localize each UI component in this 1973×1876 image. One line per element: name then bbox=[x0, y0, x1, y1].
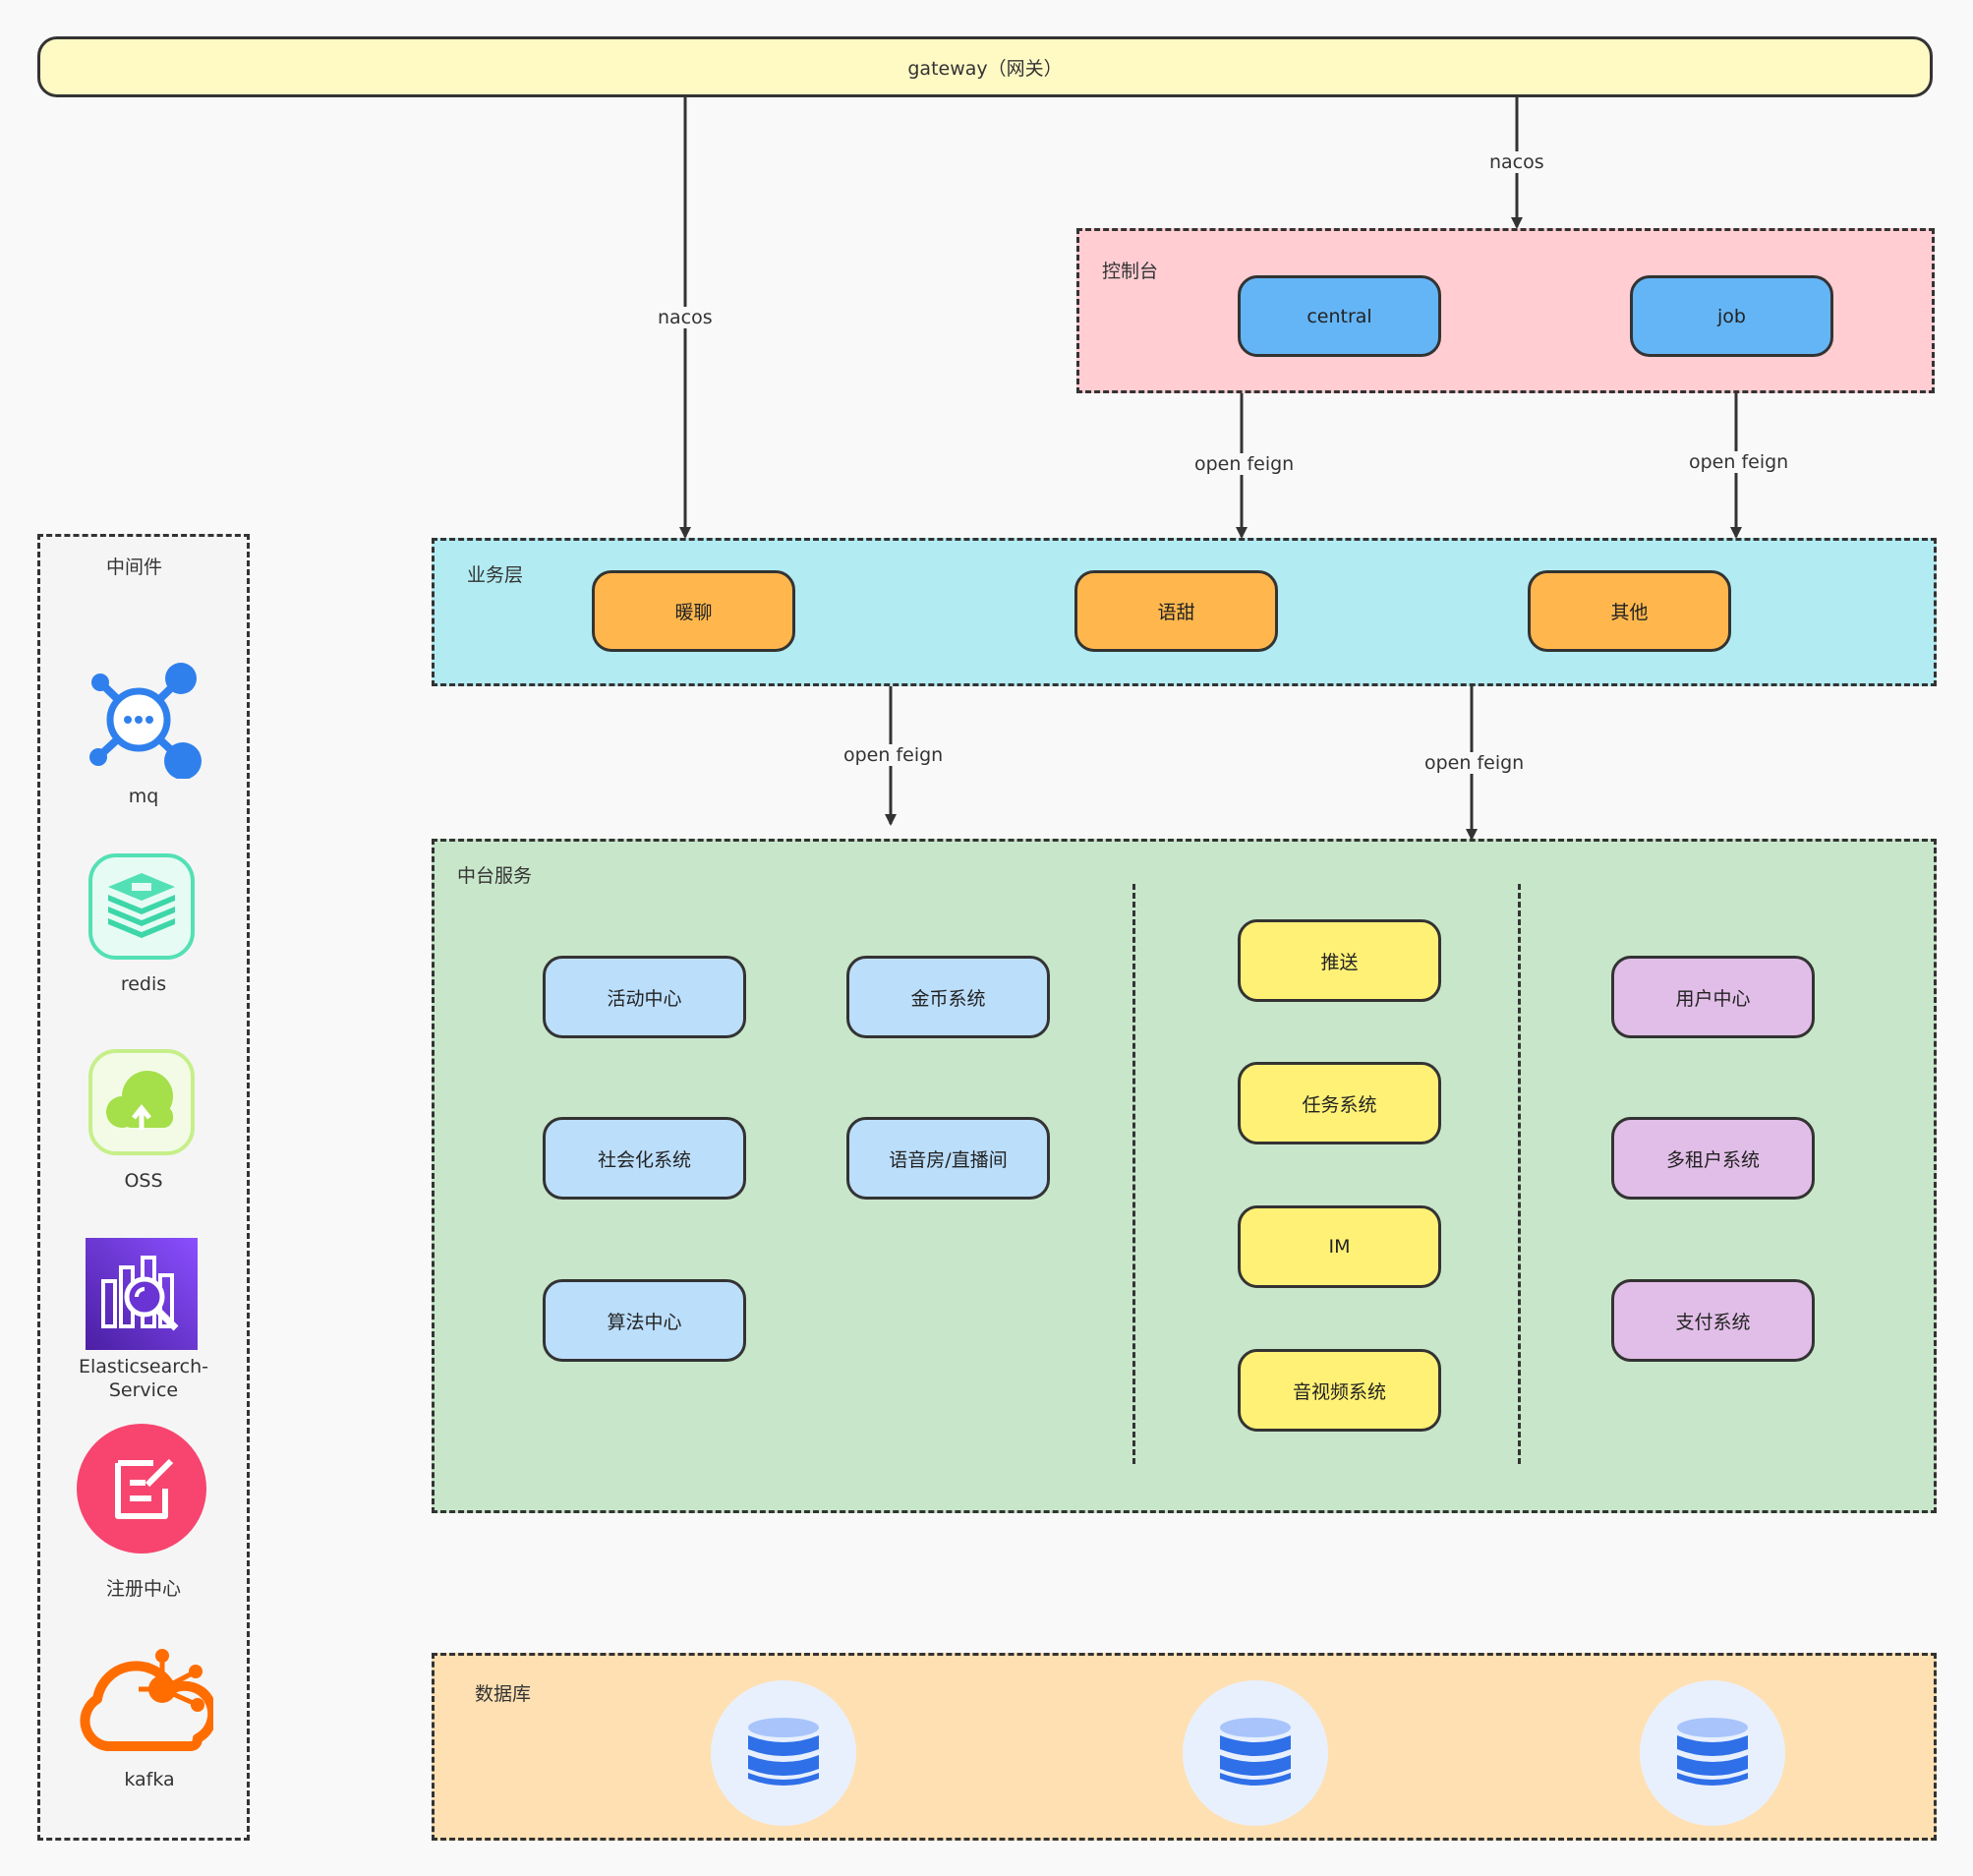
middle-divider-left bbox=[1132, 884, 1135, 1464]
elasticsearch-label: Elasticsearch- bbox=[79, 1356, 208, 1378]
middle-node-user-center-label: 用户中心 bbox=[1675, 987, 1751, 1010]
console-group: 控制台 central job bbox=[1076, 228, 1935, 393]
middle-node-algorithm-center[interactable]: 算法中心 bbox=[543, 1279, 746, 1362]
oss-label: OSS bbox=[124, 1170, 163, 1192]
edge-label-openfeign-middle-left: open feign bbox=[841, 744, 946, 766]
mq-network-icon bbox=[85, 661, 203, 780]
middle-node-av-system[interactable]: 音视频系统 bbox=[1238, 1349, 1441, 1432]
edge-label-openfeign-job: open feign bbox=[1687, 451, 1791, 473]
middle-node-push-label: 推送 bbox=[1320, 951, 1359, 973]
middle-node-im[interactable]: IM bbox=[1238, 1205, 1441, 1288]
kafka-cloud-icon bbox=[68, 1648, 218, 1758]
middle-node-payment-label: 支付系统 bbox=[1675, 1311, 1751, 1333]
mq-label: mq bbox=[128, 786, 159, 807]
middle-node-push[interactable]: 推送 bbox=[1238, 919, 1441, 1002]
middle-node-activity-center-label: 活动中心 bbox=[607, 987, 682, 1010]
middle-node-multi-tenant[interactable]: 多租户系统 bbox=[1611, 1117, 1815, 1200]
redis-label: redis bbox=[120, 973, 167, 995]
middle-node-task-system[interactable]: 任务系统 bbox=[1238, 1062, 1441, 1144]
middle-node-social-system-label: 社会化系统 bbox=[597, 1148, 691, 1171]
database-icon bbox=[711, 1680, 856, 1826]
middle-node-coin-system[interactable]: 金币系统 bbox=[846, 956, 1050, 1038]
middle-node-activity-center[interactable]: 活动中心 bbox=[543, 956, 746, 1038]
registry-label: 注册中心 bbox=[105, 1578, 181, 1600]
console-title: 控制台 bbox=[1102, 261, 1159, 282]
edge-label-openfeign-central: open feign bbox=[1192, 453, 1297, 475]
database-group: 数据库 bbox=[432, 1653, 1937, 1841]
middle-divider-right bbox=[1518, 884, 1521, 1464]
edge-label-nacos-business: nacos bbox=[656, 307, 715, 328]
elasticsearch-service-icon bbox=[86, 1238, 198, 1350]
middle-node-coin-system-label: 金币系统 bbox=[910, 987, 986, 1010]
middle-node-multi-tenant-label: 多租户系统 bbox=[1665, 1148, 1760, 1171]
gateway-label: gateway（网关） bbox=[907, 57, 1063, 80]
middle-group: 中台服务 活动中心 金币系统 社会化系统 语音房/直播间 算法中心 推送 任务系… bbox=[432, 839, 1937, 1513]
middle-node-payment[interactable]: 支付系统 bbox=[1611, 1279, 1815, 1362]
database-icon bbox=[1640, 1680, 1785, 1826]
middleware-title: 中间件 bbox=[106, 557, 163, 578]
middle-node-av-system-label: 音视频系统 bbox=[1292, 1380, 1386, 1403]
console-node-job-label: job bbox=[1717, 305, 1746, 327]
middle-node-voice-room[interactable]: 语音房/直播间 bbox=[846, 1117, 1050, 1200]
middle-node-algorithm-center-label: 算法中心 bbox=[607, 1311, 682, 1333]
business-node-yutian-label: 语甜 bbox=[1157, 602, 1195, 623]
business-node-nuanliao[interactable]: 暖聊 bbox=[592, 570, 795, 652]
elasticsearch-label-line2: Service bbox=[108, 1379, 179, 1401]
middle-node-im-label: IM bbox=[1328, 1236, 1351, 1258]
registry-edit-icon bbox=[77, 1424, 206, 1554]
business-title: 业务层 bbox=[467, 564, 524, 586]
console-node-central-label: central bbox=[1306, 305, 1372, 327]
console-node-job[interactable]: job bbox=[1630, 275, 1833, 357]
edge-label-nacos-console: nacos bbox=[1487, 151, 1546, 173]
middle-node-task-system-label: 任务系统 bbox=[1302, 1093, 1377, 1116]
business-node-yutian[interactable]: 语甜 bbox=[1074, 570, 1278, 652]
business-group: 业务层 暖聊 语甜 其他 bbox=[432, 538, 1937, 686]
middleware-group: 中间件 mq redis bbox=[37, 534, 250, 1841]
database-title: 数据库 bbox=[475, 1683, 532, 1705]
business-node-nuanliao-label: 暖聊 bbox=[674, 602, 713, 623]
middle-node-user-center[interactable]: 用户中心 bbox=[1611, 956, 1815, 1038]
database-icon bbox=[1183, 1680, 1328, 1826]
middle-node-social-system[interactable]: 社会化系统 bbox=[543, 1117, 746, 1200]
middle-title: 中台服务 bbox=[457, 865, 533, 887]
edge-label-openfeign-middle-right: open feign bbox=[1422, 752, 1527, 774]
redis-layers-icon bbox=[87, 851, 197, 962]
business-node-other[interactable]: 其他 bbox=[1528, 570, 1731, 652]
kafka-label: kafka bbox=[124, 1769, 175, 1790]
middle-node-voice-room-label: 语音房/直播间 bbox=[889, 1148, 1008, 1171]
gateway-node[interactable]: gateway（网关） bbox=[37, 36, 1933, 97]
oss-cloud-upload-icon bbox=[87, 1047, 197, 1157]
console-node-central[interactable]: central bbox=[1238, 275, 1441, 357]
business-node-other-label: 其他 bbox=[1610, 602, 1649, 623]
